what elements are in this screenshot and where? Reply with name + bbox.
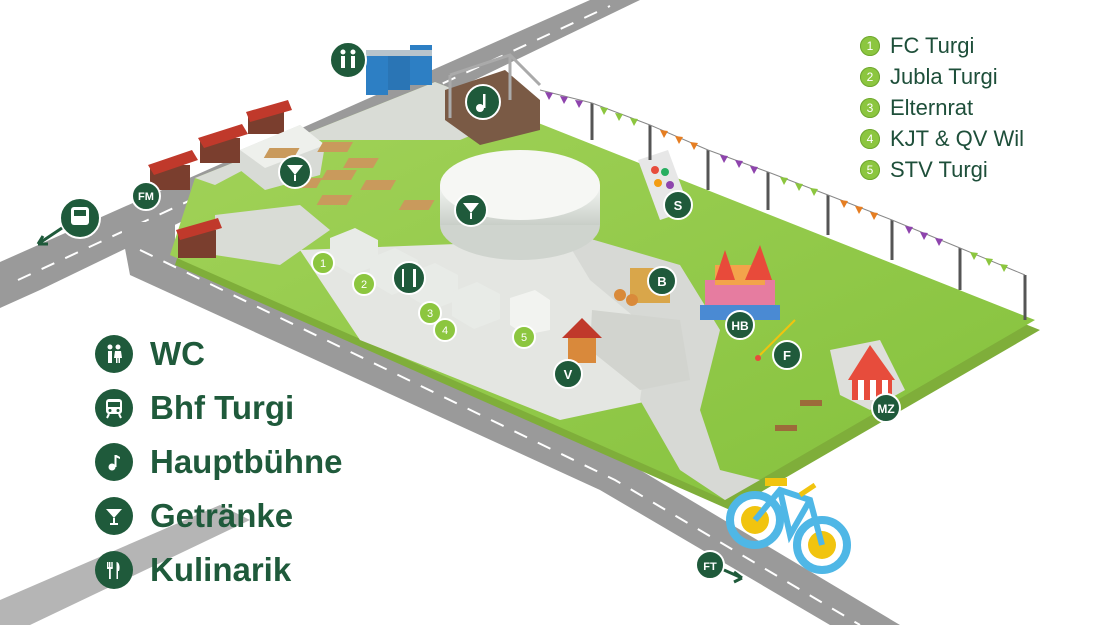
- group-label: STV Turgi: [890, 156, 988, 182]
- symbol-label: Getränke: [150, 497, 294, 534]
- group-number-badge: 1: [860, 35, 880, 56]
- stage-pin[interactable]: [465, 84, 501, 120]
- drinks-pin-dome[interactable]: [454, 193, 488, 227]
- symbol-legend-item-drinks: Getränke: [95, 496, 342, 536]
- music-note-icon: [95, 443, 133, 481]
- market-stalls: [148, 100, 292, 258]
- pin-fm[interactable]: FM: [131, 181, 161, 211]
- symbol-label: Hauptbühne: [150, 443, 343, 480]
- pin-ft-label: FT: [703, 561, 717, 573]
- circus-tent: [848, 345, 895, 400]
- stall-number-1[interactable]: 1: [311, 251, 335, 275]
- symbol-legend-item-train: Bhf Turgi: [95, 388, 342, 428]
- group-label: Jubla Turgi: [890, 63, 998, 89]
- symbol-label: WC: [150, 335, 205, 372]
- group-legend-item-3: 3 Elternrat: [860, 94, 1024, 120]
- bike-direction-arrow: [723, 568, 743, 584]
- group-number-badge: 4: [860, 128, 880, 149]
- cocktail-glass-icon: [95, 497, 133, 535]
- pin-s[interactable]: S: [663, 190, 693, 220]
- fishing-game: [755, 319, 796, 361]
- symbol-legend-item-wc: WC: [95, 334, 342, 374]
- symbol-legend-item-stage: Hauptbühne: [95, 442, 342, 482]
- pin-hb-label: HB: [731, 319, 749, 333]
- group-legend-item-1: 1 FC Turgi: [860, 32, 1024, 58]
- train-direction-arrow: [36, 226, 63, 246]
- stall-number-4[interactable]: 4: [433, 318, 457, 342]
- group-label: KJT & QV Wil: [890, 125, 1025, 151]
- train-pin[interactable]: [59, 197, 101, 239]
- fork-knife-icon: [95, 551, 133, 589]
- stall-number-3[interactable]: 3: [418, 301, 442, 325]
- symbol-legend: WC Bhf Turgi Hauptbühne: [95, 334, 342, 590]
- stall-number-2-label: 2: [361, 279, 367, 291]
- stall-number-5[interactable]: 5: [512, 325, 536, 349]
- pin-ft[interactable]: FT: [695, 550, 725, 580]
- stall-number-2[interactable]: 2: [352, 272, 376, 296]
- wc-icon: [95, 335, 133, 373]
- pin-b-label: B: [657, 274, 666, 289]
- toilet-cabins: [366, 45, 432, 95]
- food-pin[interactable]: [392, 261, 426, 295]
- pin-fm-label: FM: [138, 191, 154, 203]
- bicycle: [726, 478, 851, 574]
- symbol-legend-item-food: Kulinarik: [95, 550, 342, 590]
- train-icon: [95, 389, 133, 427]
- group-number-badge: 2: [860, 66, 880, 87]
- pin-mz-label: MZ: [877, 402, 894, 416]
- group-legend: 1 FC Turgi 2 Jubla Turgi 3 Elternrat 4 K…: [860, 32, 1025, 182]
- stall-number-4-label: 4: [442, 325, 448, 337]
- lamp-posts: [590, 103, 1027, 320]
- stall-number-3-label: 3: [427, 308, 433, 320]
- birdhouse: [562, 318, 602, 363]
- symbol-label: Kulinarik: [150, 551, 292, 588]
- group-label: FC Turgi: [890, 32, 975, 58]
- pin-f-label: F: [783, 348, 791, 363]
- pin-hb[interactable]: HB: [725, 310, 755, 340]
- group-legend-item-5: 5 STV Turgi: [860, 156, 1024, 182]
- symbol-label: Bhf Turgi: [150, 389, 295, 426]
- pin-mz[interactable]: MZ: [871, 393, 901, 423]
- stall-number-5-label: 5: [521, 332, 527, 344]
- pin-v[interactable]: V: [553, 359, 583, 389]
- pin-v-label: V: [564, 367, 573, 382]
- group-legend-item-2: 2 Jubla Turgi: [860, 63, 1024, 89]
- group-number-badge: 5: [860, 159, 880, 180]
- group-number-badge: 3: [860, 97, 880, 118]
- pin-f[interactable]: F: [772, 340, 802, 370]
- wc-pin[interactable]: [329, 41, 367, 79]
- drinks-pin-bar[interactable]: [278, 155, 312, 189]
- group-legend-item-4: 4 KJT & QV Wil: [860, 125, 1025, 151]
- stall-number-1-label: 1: [320, 258, 326, 270]
- benches: [775, 400, 822, 431]
- pin-s-label: S: [674, 198, 683, 213]
- bunting: [539, 89, 1026, 276]
- pin-b[interactable]: B: [647, 266, 677, 296]
- group-label: Elternrat: [890, 94, 974, 120]
